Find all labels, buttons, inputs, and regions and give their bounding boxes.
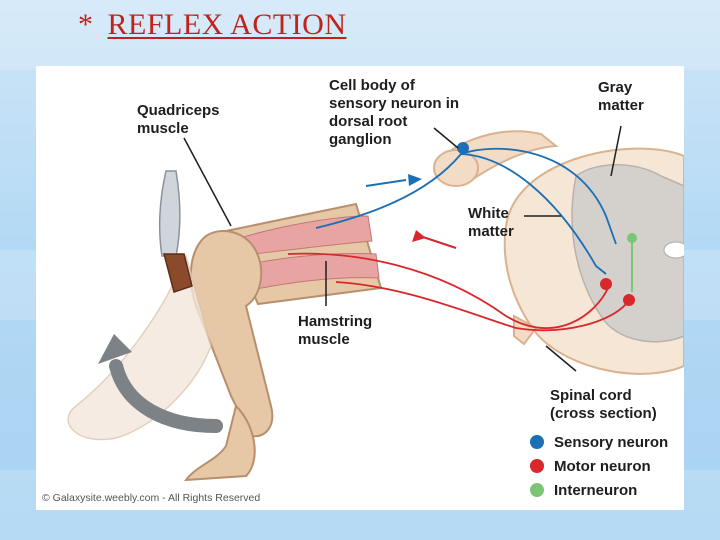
label-spinal-cord: Spinal cord (cross section)	[550, 387, 657, 422]
legend-swatch	[530, 483, 544, 497]
interneuron-path	[627, 233, 637, 292]
legend-label: Motor neuron	[554, 457, 651, 475]
label-hamstring: Hamstring muscle	[298, 313, 373, 348]
legend-label: Sensory neuron	[554, 433, 669, 451]
slide-title: * REFLEX ACTION	[78, 8, 347, 48]
sensory-neuron-path	[315, 142, 617, 275]
diagram-illustration	[67, 125, 684, 482]
label-gray-matter: Gray matter	[598, 79, 644, 114]
gray-matter-leader-line	[610, 125, 622, 177]
legend-item-motor: Motor neuron	[530, 456, 651, 476]
title-text: REFLEX ACTION	[107, 8, 347, 41]
quadriceps-leader-line	[183, 137, 232, 227]
label-cell-body: Cell body of sensory neuron in dorsal ro…	[329, 77, 460, 148]
reflex-diagram: Quadriceps muscle Cell body of sensory n…	[36, 66, 684, 510]
title-bullet: *	[78, 8, 94, 41]
spinal-cord-cross-section	[433, 130, 684, 375]
spinal-cord-leader-line	[545, 345, 577, 372]
motor-neuron-path	[287, 230, 635, 332]
cell-body-leader-line	[433, 127, 459, 149]
copyright-text: © Galaxysite.weebly.com - All Rights Res…	[42, 492, 261, 504]
legend-swatch	[530, 459, 544, 473]
legend-swatch	[530, 435, 544, 449]
legend-item-interneuron: Interneuron	[530, 480, 637, 500]
legend-label: Interneuron	[554, 481, 638, 499]
label-quadriceps: Quadriceps muscle	[137, 102, 220, 137]
legend-item-sensory: Sensory neuron	[530, 432, 668, 452]
background-band	[0, 0, 720, 70]
label-white-matter: White matter	[468, 205, 514, 240]
